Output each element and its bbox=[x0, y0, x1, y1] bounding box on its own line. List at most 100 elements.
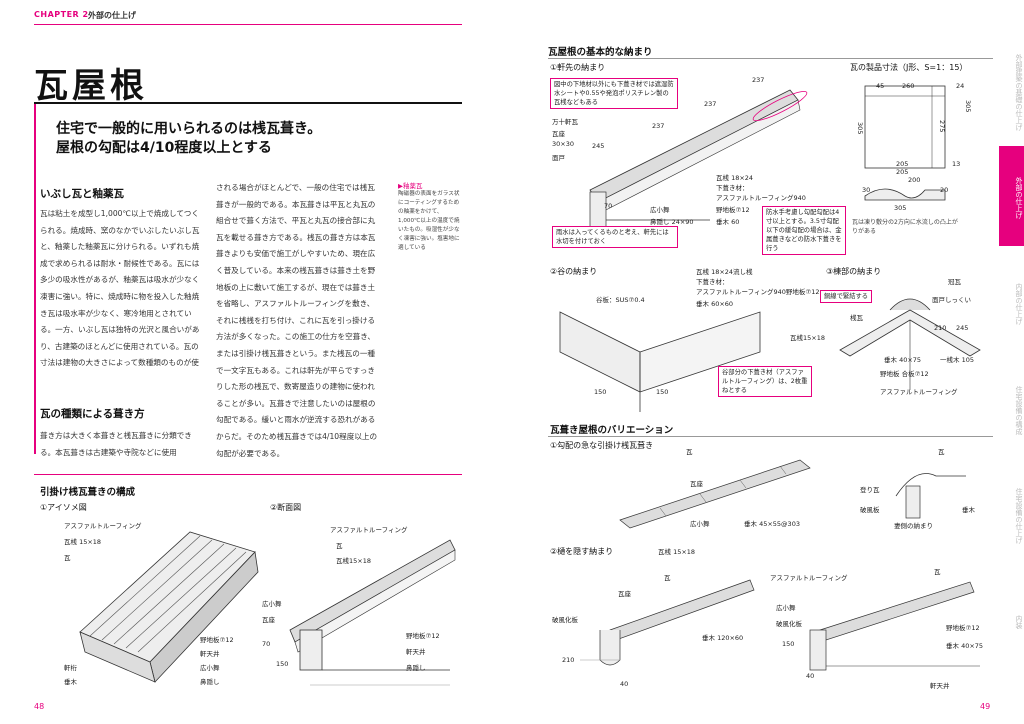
ridge-dim-2: 245 bbox=[956, 324, 969, 332]
v2-caption: ②樋を隠す納まり bbox=[550, 547, 614, 556]
v1b-caption: 妻側の納まり bbox=[894, 522, 933, 530]
page-number-left: 48 bbox=[34, 702, 45, 711]
eave-label-11: 鼻隠し 24×90 bbox=[650, 218, 694, 226]
v1b-label-1: 瓦 bbox=[938, 448, 945, 456]
title-rule bbox=[34, 102, 462, 104]
v2-label-5: 垂木 120×60 bbox=[702, 634, 744, 642]
side-tab-2[interactable]: 外部の仕上げ bbox=[999, 146, 1024, 246]
eave-label-4: 面戸 bbox=[552, 154, 565, 162]
ridge-label-8: 面戸しっくい bbox=[932, 296, 971, 304]
v1-drawing bbox=[619, 459, 811, 529]
v2b-label-1: アスファルトルーフィング bbox=[770, 574, 848, 582]
sec-dim-2: 150 bbox=[276, 660, 289, 668]
eave-label-2: 瓦座 bbox=[552, 130, 565, 138]
eave-fascia bbox=[589, 191, 607, 229]
prod-dim-6: 205 bbox=[896, 160, 909, 168]
iso-label-2: 瓦桟 15×18 bbox=[64, 538, 102, 546]
bottom-heading: 引掛け桟瓦葺きの構成 bbox=[40, 487, 136, 498]
side-tab-5[interactable]: 住宅設備の仕上げ bbox=[1015, 488, 1023, 544]
ridge-note-box: 銅線で緊結する bbox=[820, 290, 873, 303]
types-heading: 瓦の種類による葺き方 bbox=[40, 408, 145, 420]
v1-label-2: 瓦座 bbox=[690, 480, 703, 488]
side-tab-3[interactable]: 内部の仕上げ bbox=[1015, 283, 1023, 325]
section-drawing bbox=[289, 539, 456, 686]
ridge-label-6: アスファルトルーフィング bbox=[880, 388, 958, 396]
eave-label-10: 広小舞 bbox=[650, 206, 670, 214]
basic-heading: 瓦屋根の基本的な納まり bbox=[548, 47, 653, 58]
lead-line-2: 屋根の勾配は4/10程度以上とする bbox=[56, 140, 272, 156]
side-tab-6[interactable]: 内装 bbox=[1015, 615, 1023, 629]
sec-label-3: 瓦桟15×18 bbox=[336, 557, 371, 565]
v2b-label-3: 広小舞 bbox=[776, 604, 796, 612]
iso-fascia bbox=[79, 631, 156, 683]
v1-label-4: 垂木 45×55@303 bbox=[744, 520, 800, 528]
v2-dim-2: 40 bbox=[620, 680, 629, 688]
sec-label-2: 瓦 bbox=[336, 542, 343, 550]
prod-dim-13: 13 bbox=[952, 160, 961, 168]
ridge-planes bbox=[839, 309, 981, 357]
iso-label-8: 軒桁 bbox=[64, 664, 77, 672]
lead-text: 住宅で一般的に用いられるのは桟瓦葺き。 屋根の勾配は4/10程度以上とする bbox=[56, 120, 321, 158]
valley-note-box: 谷部分の下葺き材（アスファルトルーフィング）は、2枚重ねとする bbox=[718, 366, 812, 397]
valley-left-plane bbox=[559, 311, 641, 393]
sec-label-8: 鼻隠し bbox=[406, 664, 426, 672]
column-two-text: される場合がほとんどで、一般の住宅では桟瓦葺きが一般的である。本瓦葺きは平瓦と丸… bbox=[216, 183, 378, 458]
prod-dim-9: 200 bbox=[908, 176, 921, 184]
bottom-rule bbox=[34, 474, 462, 475]
v1-tile-rows bbox=[659, 465, 787, 517]
ibushi-heading: いぶし瓦と釉薬瓦 bbox=[40, 188, 124, 200]
ridge-cap bbox=[889, 298, 931, 311]
v2-dim-1: 210 bbox=[562, 656, 575, 664]
ridge-drawing bbox=[839, 298, 981, 390]
sec-label-5: 瓦座 bbox=[262, 616, 275, 624]
side-tab-4[interactable]: 住宅設備の構成 bbox=[1015, 385, 1023, 435]
product-caption: 瓦の製品寸法（J形、S=1：15） bbox=[850, 63, 968, 72]
v2-label-3: 瓦座 bbox=[618, 590, 631, 598]
iso-label-5: 軒天井 bbox=[200, 650, 220, 658]
iso-label-7: 鼻隠し bbox=[200, 678, 220, 686]
v1-label-3: 広小舞 bbox=[690, 520, 710, 528]
v1b-verge bbox=[895, 473, 966, 497]
ridge-label-7: 冠瓦 bbox=[948, 278, 961, 286]
iso-caption: ①アイソメ図 bbox=[40, 503, 87, 512]
iso-tile-rows bbox=[89, 535, 247, 653]
iso-label-1: アスファルトルーフィング bbox=[64, 522, 142, 530]
prod-dim-7: 205 bbox=[896, 168, 909, 176]
v1b-barge bbox=[905, 485, 921, 519]
sec-label-6: 野地板⑦12 bbox=[406, 632, 440, 640]
note-title: ▶釉薬瓦 bbox=[398, 182, 423, 190]
valley-dim-1: 150 bbox=[594, 388, 607, 396]
v2b-dim-2: 40 bbox=[806, 672, 815, 680]
prod-dim-5: 305 bbox=[964, 100, 972, 113]
prod-dim-4: 305 bbox=[856, 122, 864, 135]
page-title: 瓦屋根 bbox=[34, 66, 148, 106]
prod-dim-3: 24 bbox=[956, 82, 965, 90]
eave-note-box: 図中の下地材以外にも下葺き材では遮湿防水シートや0.55や発泡ポリスチレン製の瓦… bbox=[550, 78, 678, 109]
eave-highlight bbox=[752, 90, 808, 122]
eave-label-9: 垂木 60 bbox=[716, 218, 740, 226]
valley-drawing bbox=[559, 311, 761, 412]
chapter-label: CHAPTER 2 bbox=[34, 10, 89, 19]
eave-dim-2: 237 bbox=[704, 100, 717, 108]
valley-label-4: 垂木 60×60 bbox=[696, 300, 734, 308]
basic-rule bbox=[548, 58, 993, 59]
v2b-fascia bbox=[809, 629, 827, 671]
v2b-label-4: 破風化板 bbox=[776, 620, 802, 628]
iso-label-4: 野地板⑦12 bbox=[200, 636, 234, 644]
v2-tile bbox=[609, 579, 755, 641]
valley-dim-2: 150 bbox=[656, 388, 669, 396]
ridge-label-1: 瓦桟15×18 bbox=[790, 334, 825, 342]
prod-dim-8: 275 bbox=[938, 120, 946, 133]
prod-dim-12: 30 bbox=[862, 186, 871, 194]
note-text: 陶磁器の表面をガラス状にコーティングするための釉薬をかけて、1,000℃以上の温… bbox=[398, 191, 460, 251]
isometric-drawing bbox=[79, 531, 259, 683]
prod-dim-11: 305 bbox=[894, 204, 907, 212]
v2b-label-7: 軒天井 bbox=[930, 682, 950, 690]
section-caption: ②断面図 bbox=[270, 503, 302, 512]
eave-note-box-3: 防水手考慮し勾配勾配は4寸以上とする。3.5寸勾配以下の緩勾配の場合は、金属葺き… bbox=[762, 206, 846, 255]
eave-dim-3: 237 bbox=[652, 122, 665, 130]
page-number-right: 49 bbox=[980, 702, 991, 711]
sec-label-4: 広小舞 bbox=[262, 600, 282, 608]
side-tab-1[interactable]: 外部建築の基礎の仕上げ bbox=[1015, 53, 1023, 131]
ibushi-text: 瓦は粘土を成型し1,000℃以上で焼成してつくられる。焼成時、窯のなかでいぶした… bbox=[40, 209, 200, 366]
